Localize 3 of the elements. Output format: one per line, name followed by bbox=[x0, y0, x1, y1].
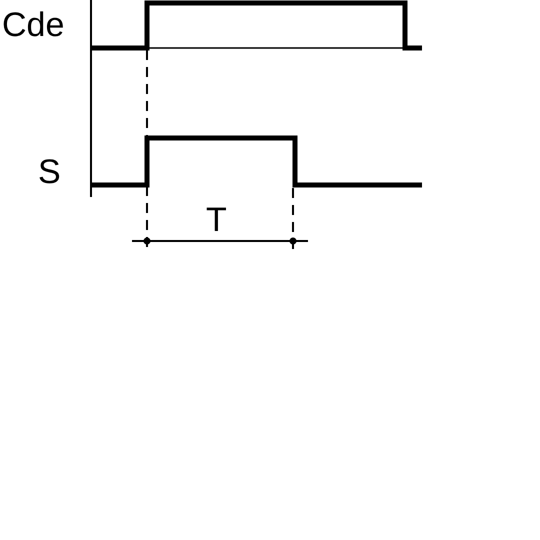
dimension-label: T bbox=[206, 203, 227, 237]
signal-label: Cde bbox=[2, 8, 64, 42]
signal-label: S bbox=[38, 155, 61, 189]
